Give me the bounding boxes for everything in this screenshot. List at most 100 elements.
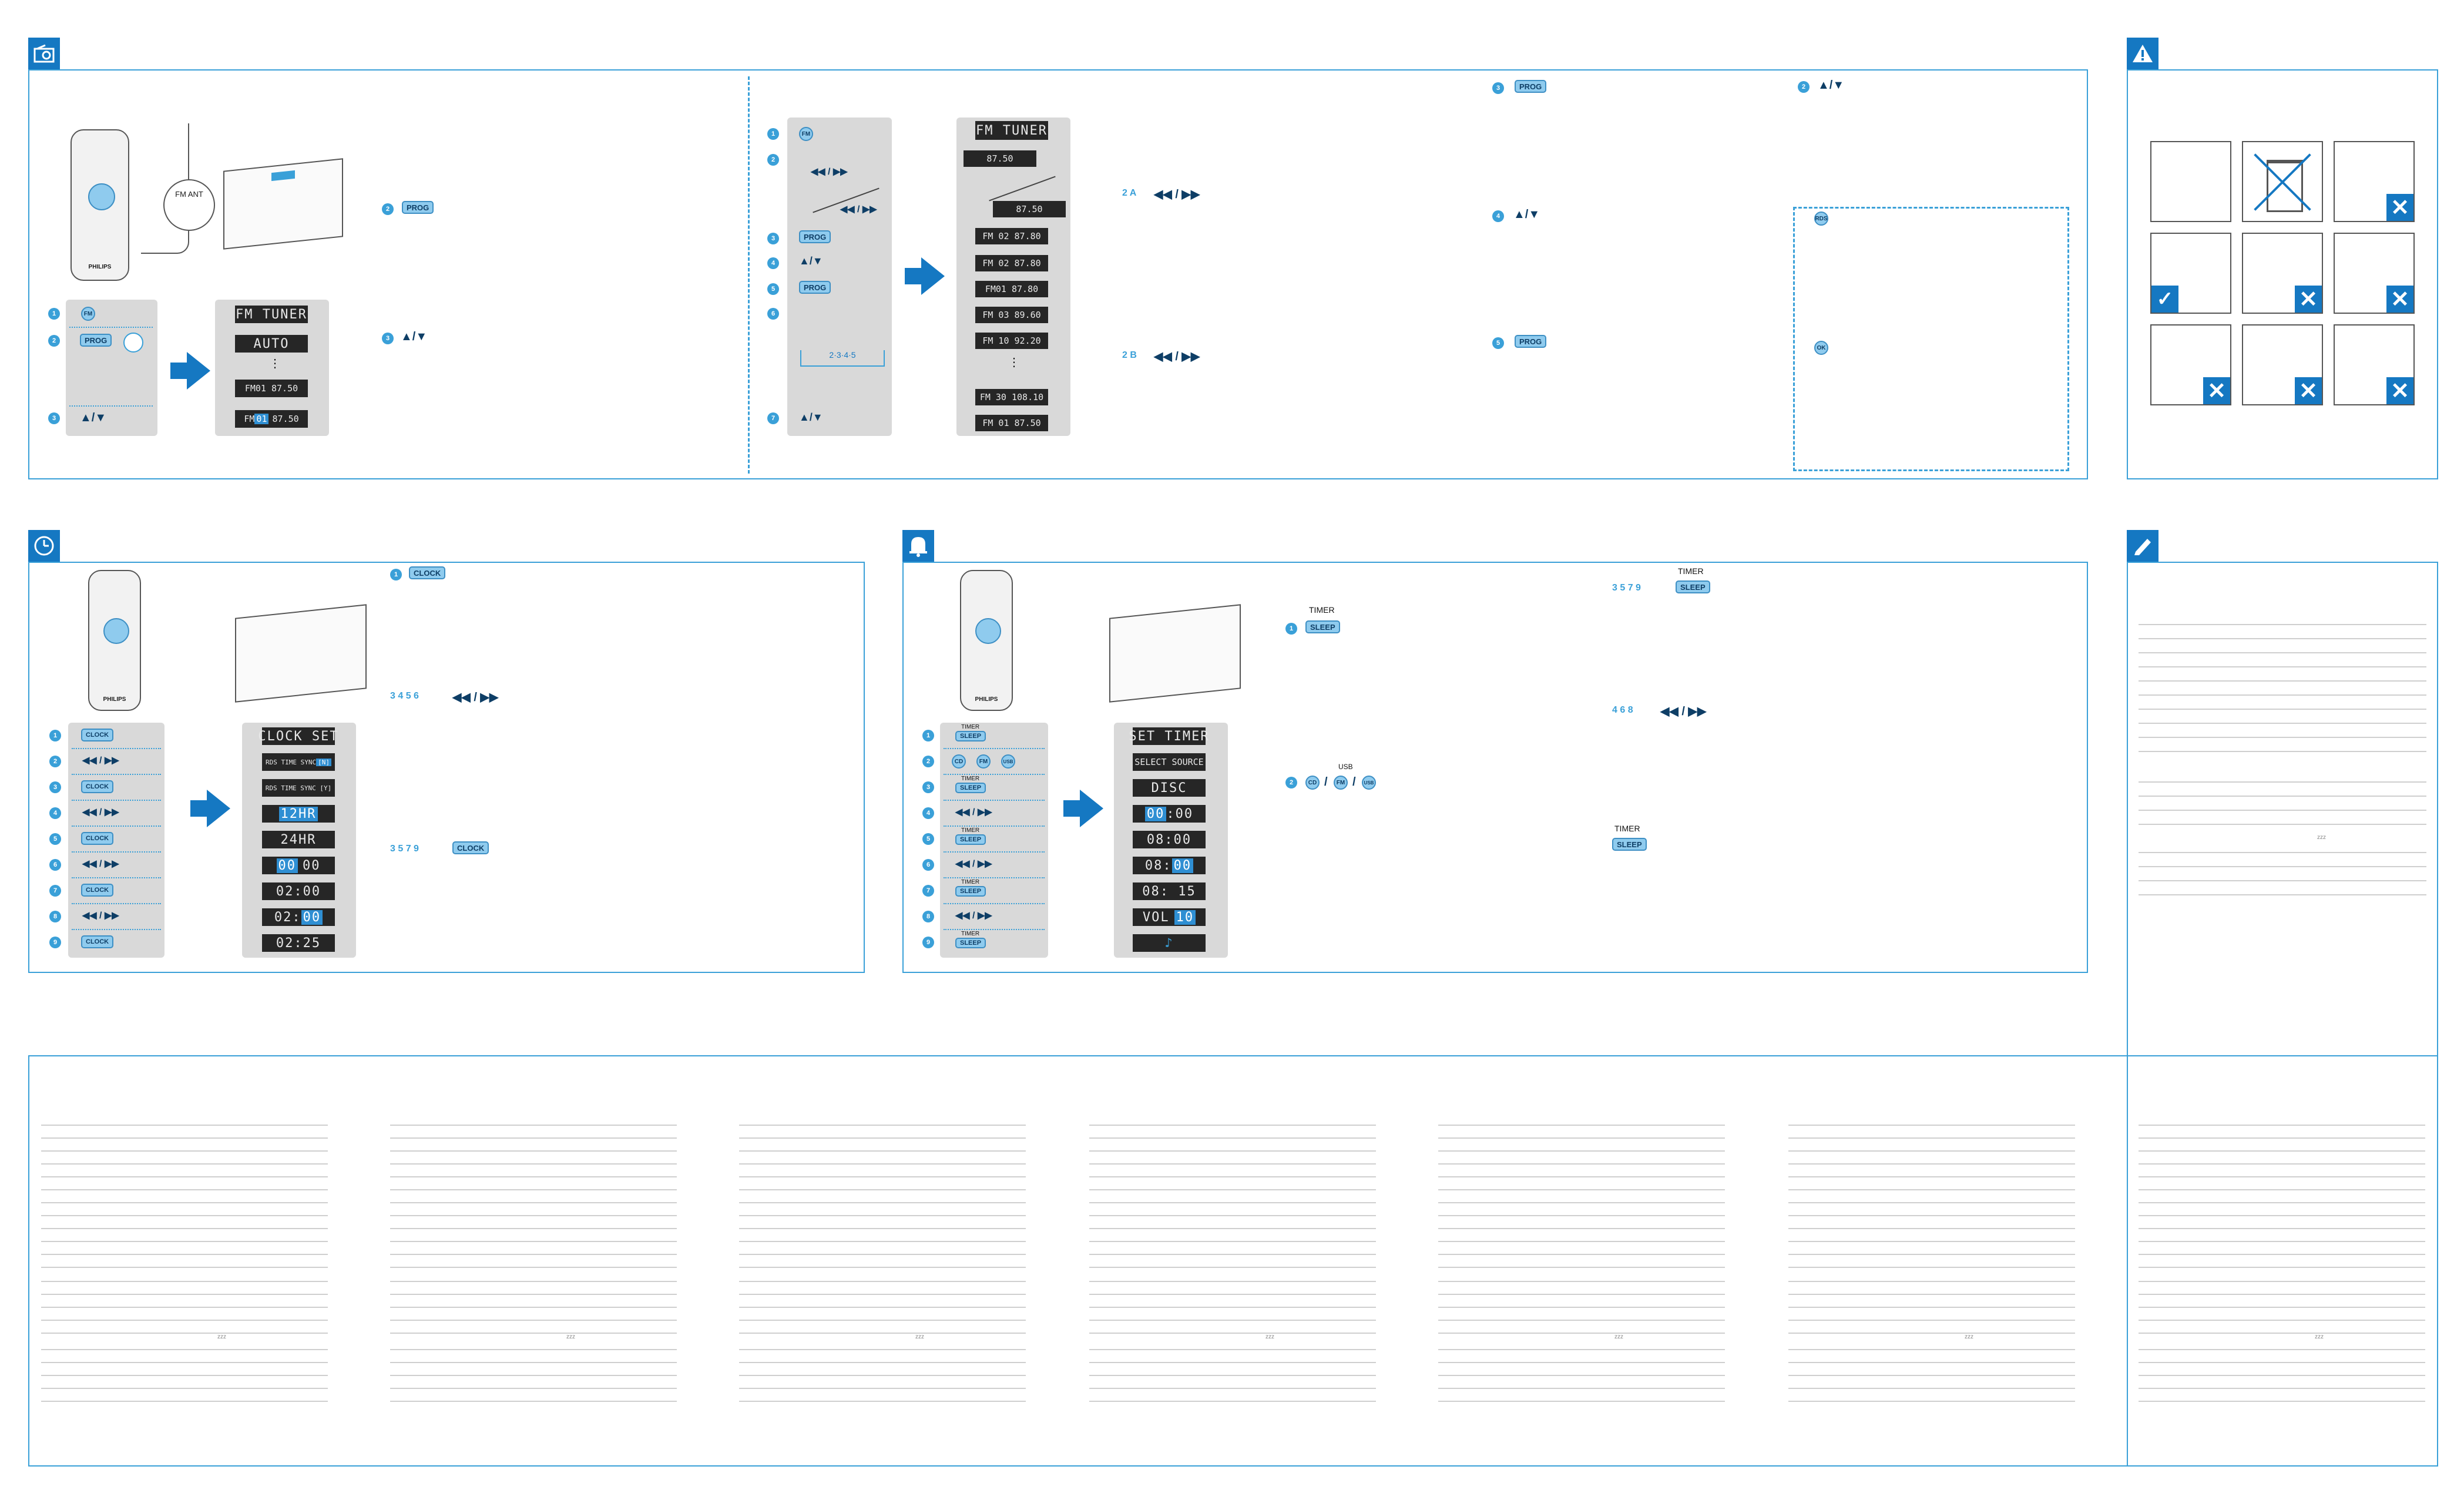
text-line bbox=[1089, 1241, 1376, 1242]
lcd-row: FM 02 87.80 bbox=[975, 255, 1048, 271]
divider bbox=[72, 877, 161, 878]
text-line bbox=[1438, 1333, 1725, 1334]
step-6: 6 bbox=[49, 859, 61, 871]
text-line bbox=[2139, 709, 2426, 710]
lcd-fm-tuner: FM TUNER bbox=[235, 306, 308, 323]
radio-divider bbox=[748, 76, 750, 474]
text-line bbox=[1089, 1401, 1376, 1402]
text-line bbox=[41, 1163, 328, 1165]
slash-separator: / bbox=[1352, 776, 1356, 788]
flow-arrow-bar bbox=[1063, 800, 1081, 817]
text-line bbox=[1788, 1320, 2075, 1321]
text-line bbox=[1788, 1176, 2075, 1177]
text-line bbox=[390, 1215, 677, 1216]
step-1: 1 bbox=[922, 730, 934, 741]
text-line bbox=[1788, 1125, 2075, 1126]
step-4: 4 bbox=[49, 807, 61, 819]
lcd-row: FM 01 87.50 bbox=[975, 415, 1048, 431]
micro-system-unit bbox=[1109, 604, 1241, 703]
step-6: 6 bbox=[922, 859, 934, 871]
text-line bbox=[739, 1333, 1026, 1334]
warning-icon bbox=[2127, 38, 2158, 69]
text-line bbox=[390, 1281, 677, 1282]
lcd-freq: 87.50 bbox=[964, 150, 1036, 167]
text-line bbox=[2139, 866, 2426, 867]
text-line bbox=[739, 1125, 1026, 1126]
timer-label: TIMER bbox=[961, 776, 980, 782]
step-1: 1 bbox=[390, 569, 402, 580]
lcd-alarm-icon: ♪ bbox=[1133, 934, 1206, 952]
remote-control: PHILIPS bbox=[960, 570, 1013, 711]
text-line bbox=[1089, 1349, 1376, 1350]
flow-arrow-icon bbox=[207, 790, 230, 827]
bin-icon bbox=[2267, 160, 2303, 212]
lcd-text: 08: bbox=[1144, 858, 1172, 873]
clock-icon bbox=[28, 530, 60, 562]
text-line bbox=[41, 1176, 328, 1177]
text-line bbox=[41, 1228, 328, 1229]
page-mark: zzz bbox=[1965, 1334, 1973, 1340]
text-line bbox=[1438, 1254, 1725, 1255]
clock-button: CLOCK bbox=[81, 832, 114, 845]
step-label: 3 5 7 9 bbox=[1612, 583, 1641, 593]
text-line bbox=[390, 1349, 677, 1350]
divider bbox=[72, 929, 161, 930]
step-5: 5 bbox=[1492, 337, 1504, 349]
text-line bbox=[739, 1163, 1026, 1165]
text-line bbox=[739, 1267, 1026, 1268]
step-3: 3 bbox=[48, 412, 60, 424]
text-line bbox=[2139, 1401, 2425, 1402]
skip-buttons: ◀◀ / ▶▶ bbox=[82, 859, 119, 869]
remote-dpad bbox=[88, 183, 115, 210]
text-line bbox=[1438, 1294, 1725, 1295]
step-7: 7 bbox=[767, 412, 779, 424]
text-line bbox=[1089, 1281, 1376, 1282]
text-line bbox=[2139, 638, 2426, 639]
x-icon: ✕ bbox=[2295, 377, 2322, 404]
skip-buttons: ◀◀ / ▶▶ bbox=[82, 807, 119, 817]
skip-buttons: ◀◀ / ▶▶ bbox=[1660, 705, 1707, 718]
alarm-panel bbox=[902, 562, 2088, 973]
text-line bbox=[1438, 1137, 1725, 1139]
lcd-highlight: 00 bbox=[301, 910, 323, 925]
text-line bbox=[2139, 880, 2426, 881]
lcd-row: FM 02 87.80 bbox=[975, 228, 1048, 244]
text-line bbox=[2139, 1375, 2425, 1376]
lcd-text: 00 bbox=[303, 858, 321, 873]
text-line bbox=[739, 1375, 1026, 1376]
x-icon: ✕ bbox=[2203, 377, 2230, 404]
text-line bbox=[1089, 1307, 1376, 1308]
text-line bbox=[1089, 1294, 1376, 1295]
text-line bbox=[739, 1176, 1026, 1177]
skip-buttons: ◀◀ / ▶▶ bbox=[955, 859, 992, 869]
text-line bbox=[2139, 1163, 2425, 1165]
lcd-rds-n: RDS TIME SYNC[N] bbox=[262, 753, 335, 771]
radio-steps-box bbox=[66, 300, 157, 436]
step-7: 7 bbox=[922, 885, 934, 897]
step-4: 4 bbox=[1492, 210, 1504, 222]
text-line bbox=[390, 1176, 677, 1177]
text-line bbox=[2139, 1294, 2425, 1295]
text-line bbox=[2139, 1267, 2425, 1268]
text-line bbox=[739, 1281, 1026, 1282]
check-icon: ✓ bbox=[2151, 286, 2178, 313]
rds-button: RDS bbox=[1814, 212, 1828, 226]
lcd-minute: 02:00 bbox=[262, 908, 335, 926]
step-3: 3 bbox=[922, 781, 934, 793]
lcd-freq: 87.50 bbox=[993, 201, 1066, 217]
text-line bbox=[41, 1333, 328, 1334]
lcd-highlight: 00 bbox=[1144, 806, 1167, 821]
lcd-row: FM 10 92.20 bbox=[975, 333, 1048, 349]
lcd-highlight: 00 bbox=[1171, 858, 1194, 873]
text-line bbox=[1438, 1401, 1725, 1402]
fm-button: FM bbox=[81, 307, 95, 321]
step-3: 3 bbox=[49, 781, 61, 793]
ellipsis-icon: ⋮ bbox=[269, 357, 281, 370]
divider bbox=[944, 929, 1045, 930]
no-dispose-illustration bbox=[2242, 141, 2323, 222]
text-line bbox=[2139, 1137, 2425, 1139]
flow-arrow-icon bbox=[1080, 790, 1103, 827]
text-line bbox=[2139, 1228, 2425, 1229]
radio-icon bbox=[28, 38, 60, 69]
